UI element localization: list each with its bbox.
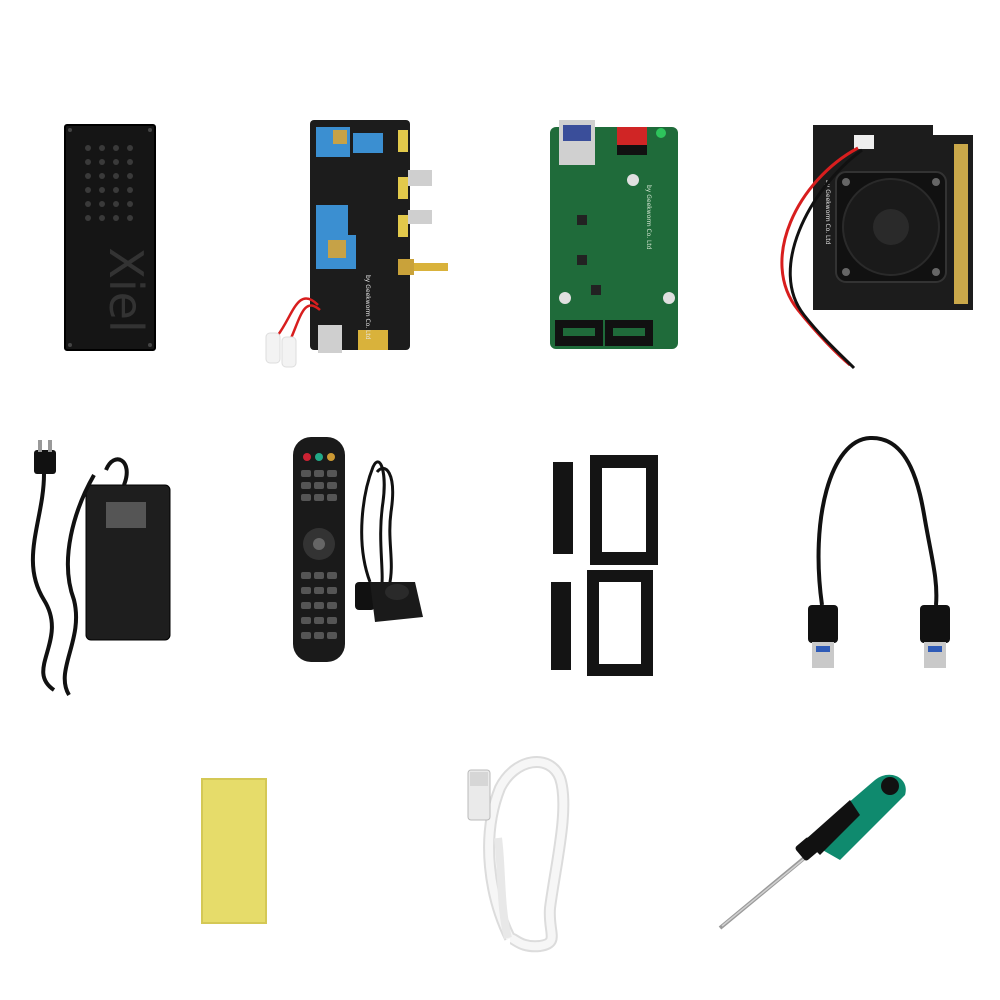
sata-board-marking: by Geekworm Co. Ltd [645,185,652,250]
fan-board-marking: by Geekworm Co. Ltd [824,180,831,245]
screwdriver [700,760,915,940]
foam-spacer-pads [545,450,665,680]
sata-expansion-board: by Geekworm Co. Ltd [545,115,685,355]
ir-remote-control [285,432,435,667]
fan-cooling-board: by Geekworm Co. Ltd [758,120,978,370]
ethernet-cable [460,748,580,953]
power-adapter [14,440,176,700]
audio-board-marking: by Geekworm Co. Ltd [364,275,371,340]
usb-3-cable [800,430,960,675]
case-top-panel: Xiel [60,120,160,355]
case-logo: Xiel [99,247,153,332]
sponge-pad [198,775,270,927]
audio-expansion-board: by Geekworm Co. Ltd [258,115,458,370]
